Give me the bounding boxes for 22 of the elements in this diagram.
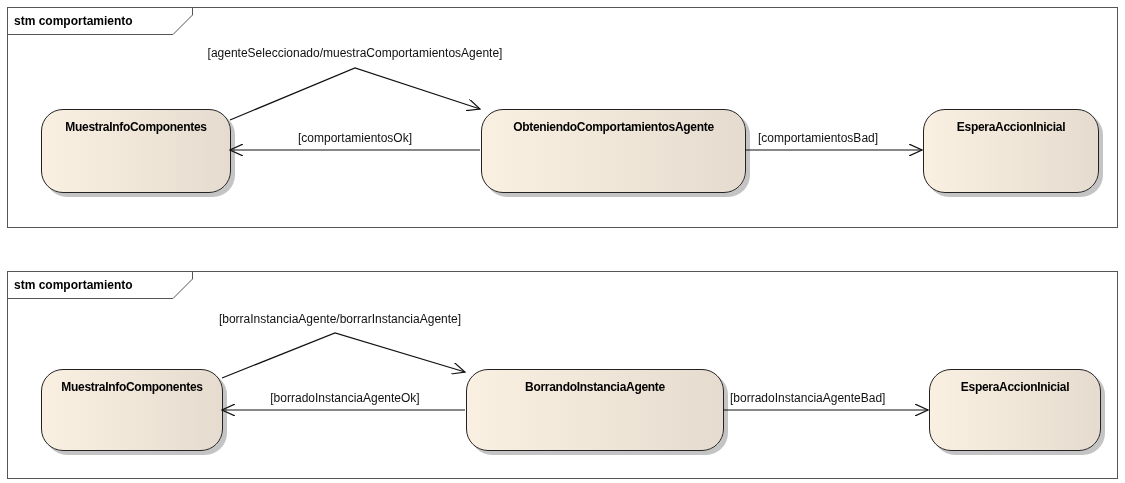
edge-label: [comportamientosBad]: [757, 131, 880, 146]
state-name: ObteniendoComportamientosAgente: [513, 119, 714, 136]
transition-arrow: [229, 143, 481, 157]
diagram-frame: [7, 7, 1118, 228]
transition-arrow: [229, 67, 481, 121]
state-name: BorrandoInstanciaAgente: [525, 379, 665, 396]
edge-label: [borradoInstanciaAgenteBad]: [729, 391, 887, 406]
frame-title: stm comportamiento: [13, 277, 134, 294]
state-name: MuestraInfoComponentes: [65, 119, 207, 136]
state-name: MuestraInfoComponentes: [61, 379, 203, 396]
frame-title: stm comportamiento: [13, 13, 134, 30]
transition-arrow: [221, 332, 466, 379]
transition-arrow: [744, 143, 923, 157]
state-name: EsperaAccionInicial: [960, 379, 1070, 396]
transition-arrow: [221, 403, 466, 417]
edge-label: [agenteSeleccionado/muestraComportamientosAgente]: [206, 46, 504, 61]
diagram-frame: [7, 271, 1118, 479]
transition-arrow: [722, 403, 929, 417]
edge-label: [comportamientosOk]: [297, 131, 413, 146]
state-name: EsperaAccionInicial: [956, 119, 1066, 136]
edge-label: [borradoInstanciaAgenteOk]: [269, 391, 421, 406]
edge-label: [borraInstanciaAgente/borrarInstanciaAgente]: [217, 312, 463, 327]
